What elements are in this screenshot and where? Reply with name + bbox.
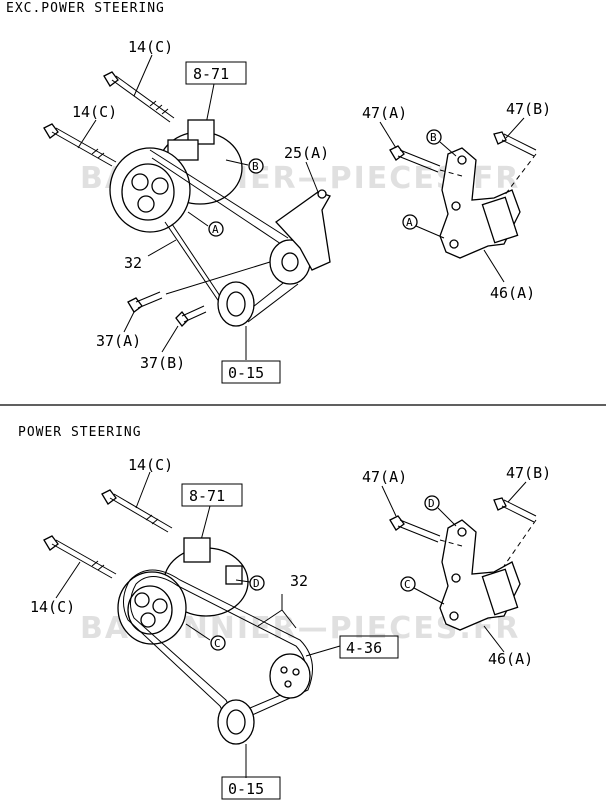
label-bolt-14c-upper: 14(C) bbox=[128, 38, 173, 56]
leader-14c-lower bbox=[77, 119, 97, 149]
callout-b-circle bbox=[248, 158, 264, 174]
bolt-37b bbox=[175, 305, 207, 327]
compressor-section-1 bbox=[109, 119, 243, 233]
label-46a-top: 46(A) bbox=[490, 284, 535, 302]
leader-47b-s2 bbox=[507, 481, 527, 503]
label-37b: 37(B) bbox=[140, 354, 185, 372]
leader-47a-s2 bbox=[381, 485, 397, 517]
callout-a-right-circle bbox=[402, 214, 418, 230]
callout-c-right: C bbox=[404, 578, 411, 591]
leader-14c-upper bbox=[133, 54, 153, 97]
ref-label-0-15-top: 0-15 bbox=[228, 364, 264, 382]
bolt-14c-lower-s2 bbox=[43, 535, 117, 579]
bolt-14c-lower bbox=[43, 123, 117, 167]
callout-a-circle bbox=[208, 221, 224, 237]
section-2-title: POWER STEERING bbox=[18, 425, 142, 440]
label-47b-top: 47(B) bbox=[506, 100, 551, 118]
callout-b-right: B bbox=[430, 131, 437, 144]
callout-c-right-circle bbox=[400, 576, 416, 592]
callout-c-circle bbox=[210, 635, 226, 651]
leader-4-36 bbox=[305, 645, 341, 657]
leader-32-top bbox=[147, 239, 177, 257]
crank-pulley-section-1 bbox=[217, 281, 255, 327]
label-46a-s2: 46(A) bbox=[488, 650, 533, 668]
stud-47a-section-2 bbox=[389, 515, 441, 543]
bolt-14c-upper bbox=[103, 71, 175, 123]
callout-d-right-circle bbox=[424, 495, 440, 511]
label-47a-s2: 47(A) bbox=[362, 468, 407, 486]
belt-section-2 bbox=[123, 569, 313, 719]
leader-25a bbox=[305, 161, 319, 193]
bolt-37a bbox=[127, 291, 163, 313]
label-37a: 37(A) bbox=[96, 332, 141, 350]
leader-46a-top bbox=[483, 249, 505, 283]
label-25a: 25(A) bbox=[284, 144, 329, 162]
bracket-46a-section-2 bbox=[439, 519, 521, 631]
crank-pulley-section-2 bbox=[217, 699, 255, 745]
callout-b: B bbox=[252, 160, 259, 173]
svg-text:8-71: 8-71 bbox=[193, 65, 229, 83]
callout-d-right: D bbox=[428, 497, 435, 510]
label-32-s2: 32 bbox=[290, 572, 308, 590]
callout-d-circle bbox=[249, 575, 265, 591]
label-32-top: 32 bbox=[124, 254, 142, 272]
leader-47b-top bbox=[505, 117, 525, 139]
ref-box-8-71-s2 bbox=[181, 483, 243, 507]
ref-box-0-15-top bbox=[221, 360, 281, 384]
ref-label-0-15-s2: 0-15 bbox=[228, 780, 264, 798]
label-bolt-14c-lower: 14(C) bbox=[72, 103, 117, 121]
leader-46a-s2 bbox=[483, 625, 505, 653]
leader-14c-lower-s2 bbox=[55, 561, 81, 599]
ref-box-8-71-top bbox=[185, 61, 247, 85]
leader-47a-top bbox=[379, 121, 397, 149]
ref-label-8-71-s2: 8-71 bbox=[189, 487, 225, 505]
callout-a: A bbox=[212, 223, 219, 236]
ref-label-4-36: 4-36 bbox=[346, 639, 382, 657]
ref-box-0-15-s2 bbox=[221, 776, 281, 800]
label-47a-top: 47(A) bbox=[362, 104, 407, 122]
label-47b-s2: 47(B) bbox=[506, 464, 551, 482]
bolt-14c-upper-s2 bbox=[101, 489, 173, 533]
callout-d: D bbox=[253, 577, 260, 590]
callout-b-right-circle bbox=[426, 129, 442, 145]
ps-pump-pulley-section-2 bbox=[269, 653, 311, 699]
ref-box-4-36 bbox=[339, 635, 399, 659]
label-bolt-14c-lower-s2: 14(C) bbox=[30, 598, 75, 616]
stud-47b-section-1 bbox=[493, 131, 537, 157]
leader-37a bbox=[123, 311, 135, 333]
callout-c: C bbox=[214, 637, 221, 650]
stud-47b-section-2 bbox=[493, 497, 537, 523]
leader-14c-upper-s2 bbox=[135, 471, 151, 509]
leader-8-71-top bbox=[205, 83, 215, 125]
section-1-title: EXC.POWER STEERING bbox=[6, 1, 165, 16]
label-bolt-14c-upper-s2: 14(C) bbox=[128, 456, 173, 474]
leader-37b bbox=[161, 325, 179, 353]
callout-a-right: A bbox=[406, 216, 413, 229]
